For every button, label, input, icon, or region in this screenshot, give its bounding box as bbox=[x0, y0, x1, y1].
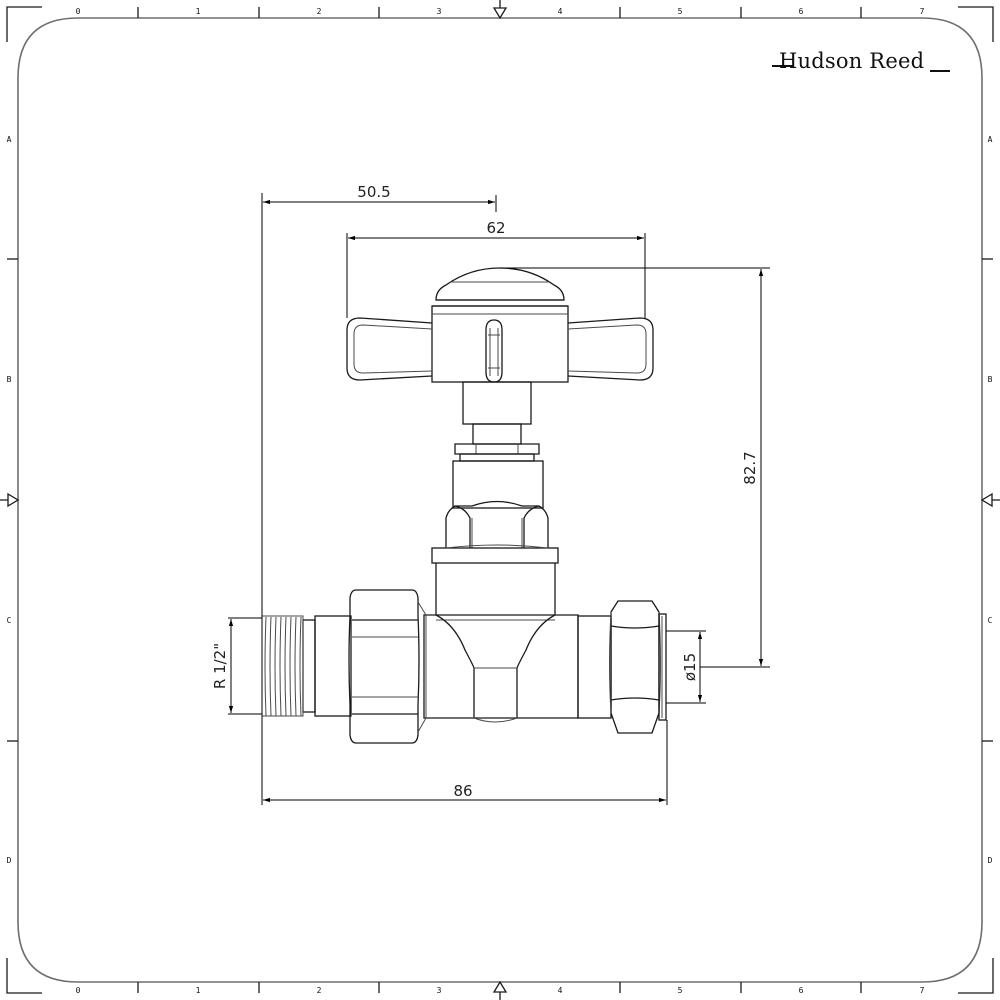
left-ruler-ticks bbox=[7, 258, 18, 742]
bottom-ruler-ticks bbox=[137, 982, 862, 993]
dimensions: 50.5 62 82.7 R 1/2" ø15 86 bbox=[211, 183, 770, 805]
col-label: 5 bbox=[678, 986, 683, 995]
logo-bar-right bbox=[930, 70, 950, 72]
valve-body bbox=[423, 614, 579, 723]
col-label: 1 bbox=[196, 7, 201, 16]
handle-wing-right bbox=[567, 317, 654, 381]
col-label: 5 bbox=[678, 7, 683, 16]
row-labels-right: A B C D bbox=[988, 135, 993, 865]
col-label: 3 bbox=[437, 7, 442, 16]
col-label: 4 bbox=[558, 7, 563, 16]
col-label: 3 bbox=[437, 986, 442, 995]
handle-wing-left bbox=[346, 317, 433, 381]
dimension-thread-size: R 1/2" bbox=[211, 643, 229, 689]
corner-bracket-top-left bbox=[6, 6, 42, 42]
dimension-height: 82.7 bbox=[741, 451, 759, 484]
row-label: A bbox=[7, 135, 12, 144]
row-label: D bbox=[988, 856, 993, 865]
valve-body-neck bbox=[435, 563, 556, 621]
rounded-border bbox=[17, 17, 983, 983]
col-label: 2 bbox=[317, 7, 322, 16]
col-label: 0 bbox=[76, 7, 81, 16]
bottom-center-triangle-icon bbox=[492, 980, 508, 1000]
left-threaded-tail bbox=[261, 615, 352, 717]
handle-dome bbox=[432, 267, 568, 307]
col-label: 0 bbox=[76, 986, 81, 995]
dimension-pipe-diameter: ø15 bbox=[681, 653, 699, 681]
column-labels-bottom: 0 1 2 3 4 5 6 7 bbox=[76, 986, 925, 995]
col-label: 1 bbox=[196, 986, 201, 995]
row-label: C bbox=[7, 616, 12, 625]
col-label: 4 bbox=[558, 986, 563, 995]
row-label: B bbox=[7, 375, 12, 384]
row-label: C bbox=[988, 616, 993, 625]
corner-bracket-bottom-left bbox=[6, 958, 42, 994]
row-label: D bbox=[7, 856, 12, 865]
right-center-triangle-icon bbox=[980, 492, 1000, 508]
col-label: 6 bbox=[799, 986, 804, 995]
handle-body bbox=[431, 305, 569, 383]
brand-logo: Hudson Reed bbox=[779, 49, 925, 73]
top-ruler-ticks bbox=[137, 7, 862, 18]
corner-bracket-bottom-right bbox=[958, 958, 994, 994]
logo-bar-left bbox=[772, 65, 794, 67]
thread-lines bbox=[264, 616, 302, 717]
col-label: 2 bbox=[317, 986, 322, 995]
row-label: B bbox=[988, 375, 993, 384]
col-label: 7 bbox=[920, 986, 925, 995]
dimension-overall-length: 86 bbox=[453, 782, 472, 800]
right-body-section bbox=[577, 615, 612, 719]
column-labels-top: 0 1 2 3 4 5 6 7 bbox=[76, 7, 925, 16]
right-union-nut bbox=[609, 600, 667, 734]
col-label: 7 bbox=[920, 7, 925, 16]
col-label: 6 bbox=[799, 7, 804, 16]
dimension-handle-width: 62 bbox=[486, 219, 505, 237]
valve-bonnet bbox=[431, 460, 559, 564]
right-ruler-ticks bbox=[982, 258, 993, 742]
left-center-triangle-icon bbox=[0, 492, 20, 508]
dimension-handle-offset: 50.5 bbox=[357, 183, 390, 201]
row-labels-left: A B C D bbox=[7, 135, 12, 865]
left-union-nut bbox=[348, 589, 427, 744]
corner-bracket-top-right bbox=[958, 6, 994, 42]
valve-stem bbox=[454, 381, 540, 462]
top-center-triangle-icon bbox=[492, 0, 508, 20]
valve-drawing bbox=[261, 267, 667, 744]
row-label: A bbox=[988, 135, 993, 144]
